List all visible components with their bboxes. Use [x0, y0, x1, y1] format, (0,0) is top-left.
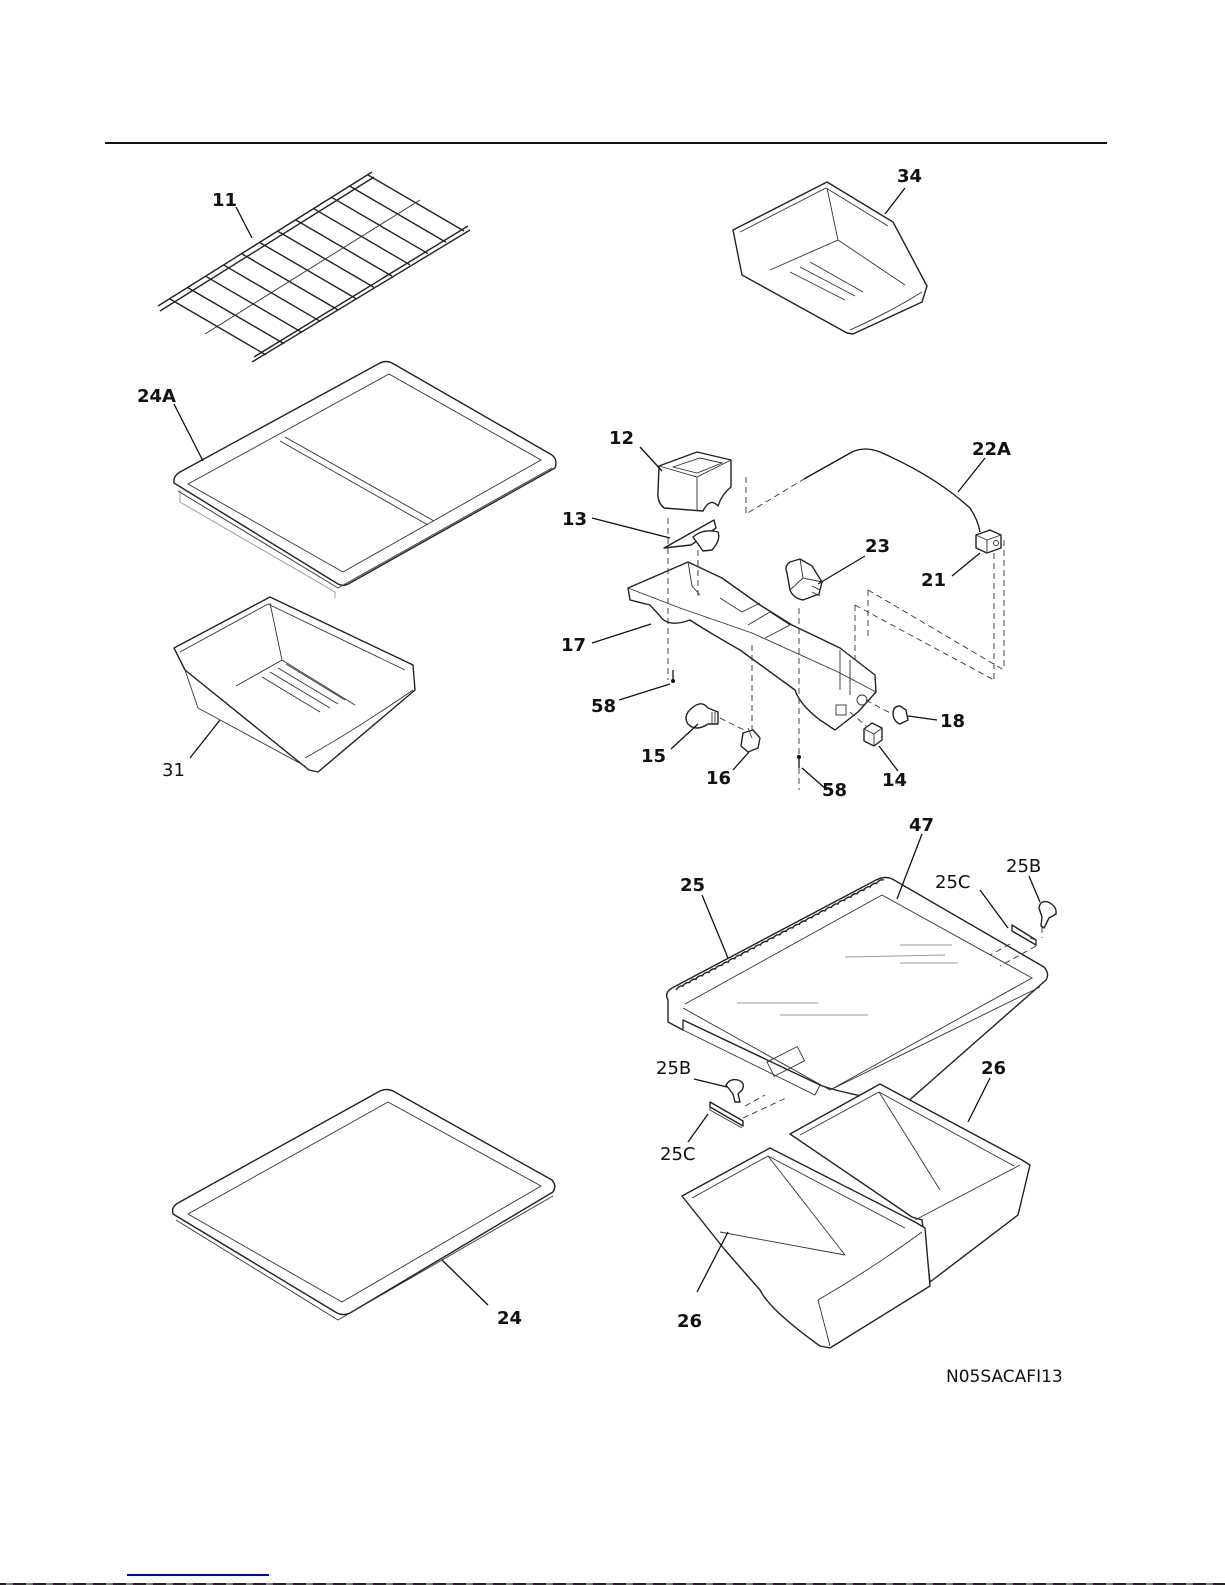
callout-18: 18	[940, 711, 965, 732]
part-25B-slide-top	[1039, 902, 1056, 928]
wire-rung	[188, 288, 284, 344]
part-23-timer	[786, 559, 822, 600]
callout-25: 25	[680, 875, 705, 896]
part-25C-slide-housing-top	[1012, 925, 1036, 946]
leader-24	[442, 1260, 488, 1305]
callout-31: 31	[162, 760, 185, 781]
part-21-thermostat	[976, 530, 1001, 553]
leader-25	[702, 895, 728, 958]
assembly-guide-line	[994, 540, 1004, 680]
leader-31	[190, 720, 220, 758]
part-34-bin	[733, 182, 927, 334]
leader-22A	[958, 458, 985, 492]
part-14-switch	[864, 723, 882, 746]
callout-25C-bottom: 25C	[660, 1144, 695, 1165]
part-25B-slide-bottom	[726, 1080, 743, 1102]
wire-rung	[314, 209, 410, 265]
leader-24A	[174, 404, 203, 461]
leader-58-left	[619, 684, 670, 700]
part-22A-sensor-wire	[804, 449, 980, 532]
callout-15: 15	[641, 746, 666, 767]
leader-11	[236, 207, 252, 238]
wire-rung	[332, 198, 428, 254]
part-12-light-shield	[658, 452, 731, 511]
callout-25B-top: 25B	[1006, 856, 1041, 877]
assembly-guide-line	[850, 712, 866, 726]
leader-13	[592, 518, 670, 538]
callout-47: 47	[909, 815, 934, 836]
part-15-light-bulb	[686, 704, 718, 728]
part-58-screw-left	[671, 670, 675, 683]
page-link-underline[interactable]	[127, 1574, 269, 1576]
leader-23	[818, 556, 865, 584]
leader-18	[908, 716, 937, 720]
callout-25C-top: 25C	[935, 872, 970, 893]
leader-26-top	[968, 1078, 990, 1122]
assembly-guide-line	[743, 1095, 786, 1118]
callout-25B-bottom: 25B	[656, 1058, 691, 1079]
leader-34	[885, 188, 905, 214]
leader-25B-top	[1029, 876, 1040, 902]
wire-rung	[296, 220, 392, 276]
callout-23: 23	[865, 536, 890, 557]
part-13-diffuser	[664, 520, 719, 551]
assembly-guide-line	[720, 718, 748, 732]
assembly-guide-line	[866, 700, 892, 714]
part-58-screw-right	[797, 755, 801, 768]
leader-12	[640, 447, 662, 471]
callout-24A: 24A	[137, 386, 176, 407]
callout-58-right: 58	[822, 780, 847, 801]
leader-21	[952, 553, 980, 576]
part-16-lamp-socket	[741, 728, 760, 752]
leader-25C-top	[980, 890, 1008, 928]
leader-26-bottom	[697, 1232, 728, 1292]
callout-26-top: 26	[981, 1058, 1006, 1079]
callout-13: 13	[562, 509, 587, 530]
part-18-knob	[893, 706, 908, 724]
leader-25B-bottom	[694, 1079, 727, 1087]
part-31-drawer	[174, 597, 415, 772]
callout-12: 12	[609, 428, 634, 449]
callout-16: 16	[706, 768, 731, 789]
callout-58-left: 58	[591, 696, 616, 717]
assembly-guide-line	[855, 590, 1004, 680]
leader-14	[879, 746, 898, 771]
callout-14: 14	[882, 770, 907, 791]
drawing-code: N05SACAFI13	[946, 1367, 1063, 1387]
callout-24: 24	[497, 1308, 522, 1329]
leader-17	[592, 624, 651, 643]
callout-21: 21	[921, 570, 946, 591]
assembly-guide-line	[746, 477, 804, 514]
callout-17: 17	[561, 635, 586, 656]
callout-22A: 22A	[972, 439, 1011, 460]
callout-26-bottom: 26	[677, 1311, 702, 1332]
wire-rung	[350, 186, 446, 242]
leader-25C-bottom	[688, 1114, 708, 1142]
leader-16	[733, 752, 749, 770]
part-25C-slide-housing-bottom	[710, 1102, 743, 1128]
part-11-wire-shelf	[158, 172, 470, 362]
callout-11: 11	[212, 190, 237, 211]
leader-15	[671, 724, 698, 749]
part-24-glass-shelf	[173, 1090, 555, 1321]
part-24A-glass-shelf	[174, 362, 556, 599]
wire-rung	[278, 231, 374, 287]
wire-rung	[170, 299, 266, 355]
callout-34: 34	[897, 166, 922, 187]
